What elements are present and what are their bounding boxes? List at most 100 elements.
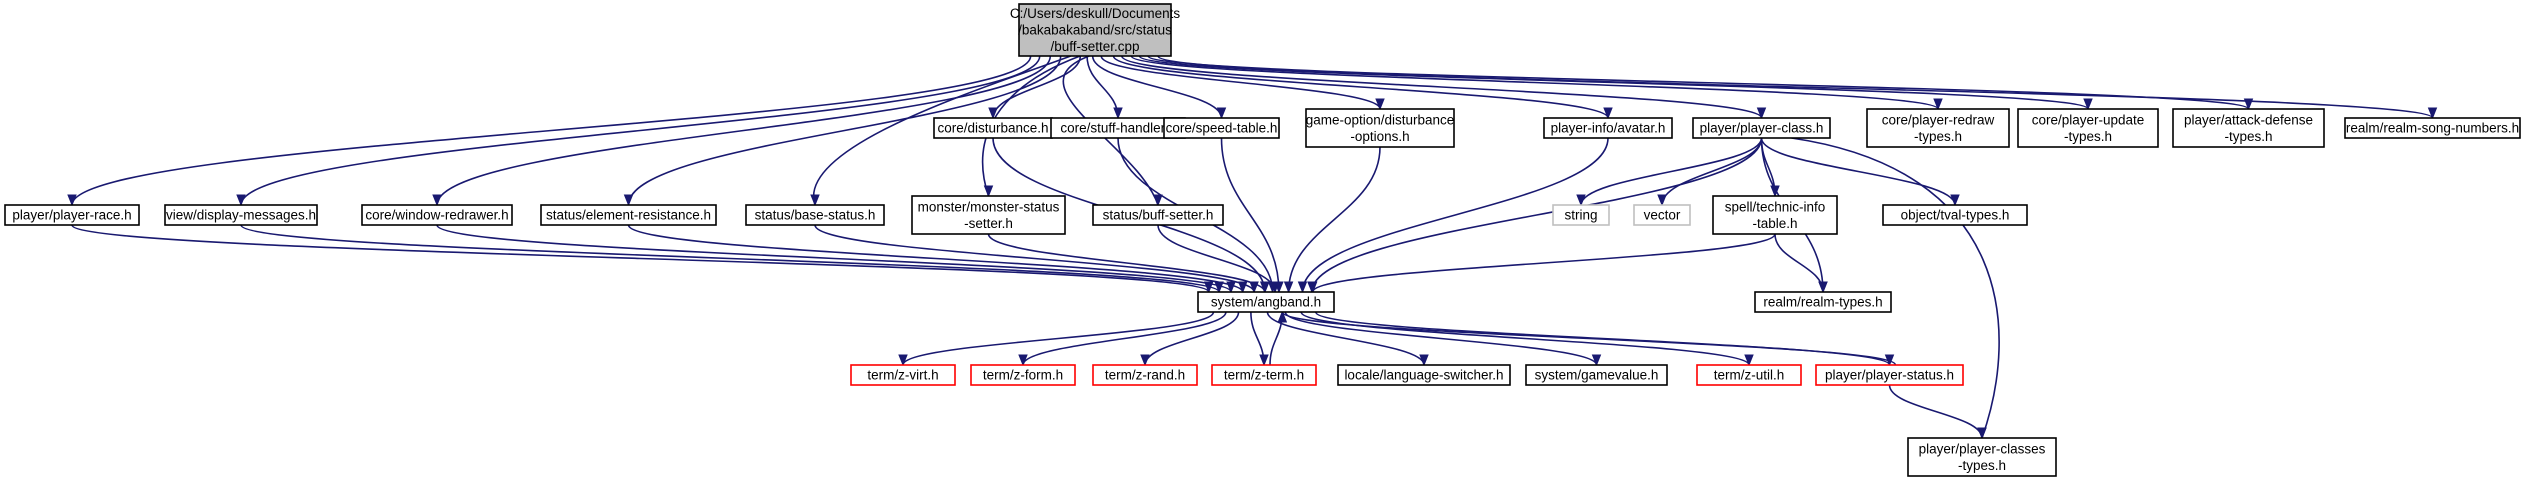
node-label-line: system/gamevalue.h (1535, 368, 1659, 383)
node-label-line: game-option/disturbance (1306, 112, 1455, 127)
node-box (2017, 108, 2159, 148)
node-box (4, 204, 140, 226)
edge-base-status-to-angband (814, 224, 1255, 293)
arrowhead-angband-to-z-virt (898, 354, 908, 367)
node-root[interactable]: C:/Users/deskull/Documents/bakabakaband/… (1010, 3, 1181, 57)
arrowhead-root-to-display-messages (236, 194, 246, 207)
node-label-line: core/stuff-handler.h (1060, 121, 1175, 136)
node-label-line: core/speed-table.h (1166, 121, 1278, 136)
node-z-rand[interactable]: term/z-rand.h (1092, 364, 1198, 386)
node-z-util[interactable]: term/z-util.h (1696, 364, 1802, 386)
node-attack-defense-types[interactable]: player/attack-defense-types.h (2172, 108, 2325, 148)
node-box (1552, 204, 1610, 226)
edge-root-to-window-redrawer (436, 55, 1052, 206)
node-label-line: core/player-redraw (1882, 112, 1995, 127)
node-string[interactable]: string (1552, 204, 1610, 226)
node-box (1525, 364, 1668, 386)
arrowhead-avatar-to-angband (1297, 281, 1308, 294)
edge-root-to-player-redraw-types (1130, 55, 1939, 110)
node-label-line: player/player-classes (1919, 441, 2046, 456)
node-label-line: -setter.h (964, 216, 1013, 231)
node-box (1754, 291, 1892, 313)
edge-root-to-display-messages (240, 55, 1041, 206)
node-player-class[interactable]: player/player-class.h (1692, 117, 1831, 139)
node-monster-status-setter[interactable]: monster/monster-status -setter.h (911, 195, 1066, 235)
node-technic-info-table[interactable]: spell/technic-info-table.h (1712, 195, 1838, 235)
node-player-status[interactable]: player/player-status.h (1815, 364, 1964, 386)
edge-player-status-to-angband (1281, 311, 1897, 366)
arrowhead-root-to-avatar (1603, 107, 1613, 120)
edge-root-to-element-resistance (627, 55, 1062, 206)
node-vector[interactable]: vector (1633, 204, 1691, 226)
arrowhead-root-to-monster-status-setter (983, 185, 994, 198)
edge-angband-to-z-rand (1144, 311, 1240, 366)
arrowhead-player-class-to-string (1576, 194, 1586, 207)
arrowhead-root-to-base-status (810, 194, 820, 207)
node-window-redrawer[interactable]: core/window-redrawer.h (361, 204, 513, 226)
node-label-line: -types.h (1914, 129, 1962, 144)
node-z-virt[interactable]: term/z-virt.h (850, 364, 956, 386)
edge-root-to-monster-status-setter (981, 55, 1081, 197)
edge-angband-to-language-switcher (1266, 311, 1425, 366)
node-tval-types[interactable]: object/tval-types.h (1882, 204, 2028, 226)
node-avatar[interactable]: player-info/avatar.h (1543, 117, 1673, 139)
edge-disturbance-options-to-angband (1287, 146, 1381, 293)
arrowhead-root-to-player-update-types (2083, 98, 2093, 111)
node-label-line: player/player-race.h (12, 208, 131, 223)
node-label-line: vector (1644, 208, 1681, 223)
node-label-line: status/element-resistance.h (546, 208, 711, 223)
node-angband[interactable]: system/angband.h (1197, 291, 1335, 313)
node-label-line: -types.h (2224, 129, 2272, 144)
node-label-line: -options.h (1350, 129, 1409, 144)
node-stuff-handler[interactable]: core/stuff-handler.h (1050, 117, 1186, 139)
arrowhead-root-to-player-race (67, 194, 77, 207)
node-box (1092, 364, 1198, 386)
edge-root-to-attack-defense-types (1147, 55, 2250, 110)
arrowhead-root-to-disturbance (988, 107, 998, 120)
node-player-race[interactable]: player/player-race.h (4, 204, 140, 226)
edge-angband-to-z-virt (902, 311, 1215, 366)
node-player-classes-types[interactable]: player/player-classes-types.h (1907, 437, 2057, 477)
arrowhead-stuff-handler-to-angband (1267, 281, 1278, 294)
node-player-redraw-types[interactable]: core/player-redraw -types.h (1866, 108, 2010, 148)
node-display-messages[interactable]: view/display-messages.h (164, 204, 318, 226)
edge-root-to-realm-song-numbers (1157, 55, 2434, 119)
node-label-line: monster/monster-status (918, 199, 1060, 214)
arrowhead-disturbance-to-angband (1260, 281, 1270, 294)
node-z-term[interactable]: term/z-term.h (1211, 364, 1317, 386)
node-realm-song-numbers[interactable]: realm/realm-song-numbers.h (2344, 117, 2521, 139)
node-box (1543, 117, 1673, 139)
node-disturbance-options[interactable]: game-option/disturbance -options.h (1305, 108, 1455, 148)
node-label-line: /buff-setter.cpp (1050, 39, 1139, 54)
node-buff-setter-h[interactable]: status/buff-setter.h (1092, 204, 1224, 226)
node-realm-types[interactable]: realm/realm-types.h (1754, 291, 1892, 313)
node-box (1197, 291, 1335, 313)
edge-player-class-to-string (1580, 137, 1763, 206)
arrowhead-angband-to-z-util (1744, 354, 1754, 367)
node-z-form[interactable]: term/z-form.h (970, 364, 1076, 386)
node-element-resistance[interactable]: status/element-resistance.h (540, 204, 717, 226)
node-box (2172, 108, 2325, 148)
node-box (1696, 364, 1802, 386)
edge-root-to-player-class (1121, 55, 1763, 119)
node-gamevalue[interactable]: system/gamevalue.h (1525, 364, 1668, 386)
edge-display-messages-to-angband (240, 224, 1220, 293)
node-box (1712, 195, 1838, 235)
node-language-switcher[interactable]: locale/language-switcher.h (1337, 364, 1511, 386)
node-label-line: player/player-class.h (1700, 121, 1824, 136)
node-speed-table[interactable]: core/speed-table.h (1163, 117, 1280, 139)
arrowhead-root-to-stuff-handler (1113, 107, 1123, 120)
arrowhead-root-to-realm-song-numbers (2427, 107, 2438, 120)
edge-avatar-to-angband (1301, 137, 1609, 293)
arrowhead-window-redrawer-to-angband (1226, 281, 1236, 294)
edge-angband-to-z-form (1022, 311, 1227, 366)
arrowhead-angband-to-z-form (1018, 354, 1028, 367)
node-base-status[interactable]: status/base-status.h (745, 204, 885, 226)
node-box (1882, 204, 2028, 226)
node-label-line: view/display-messages.h (166, 208, 316, 223)
edge-monster-status-setter-to-angband (987, 233, 1266, 293)
node-player-update-types[interactable]: core/player-update-types.h (2017, 108, 2159, 148)
node-disturbance[interactable]: core/disturbance.h (933, 117, 1053, 139)
edge-player-class-to-tval-types (1760, 137, 1956, 206)
arrowhead-angband-to-z-rand (1140, 354, 1150, 367)
